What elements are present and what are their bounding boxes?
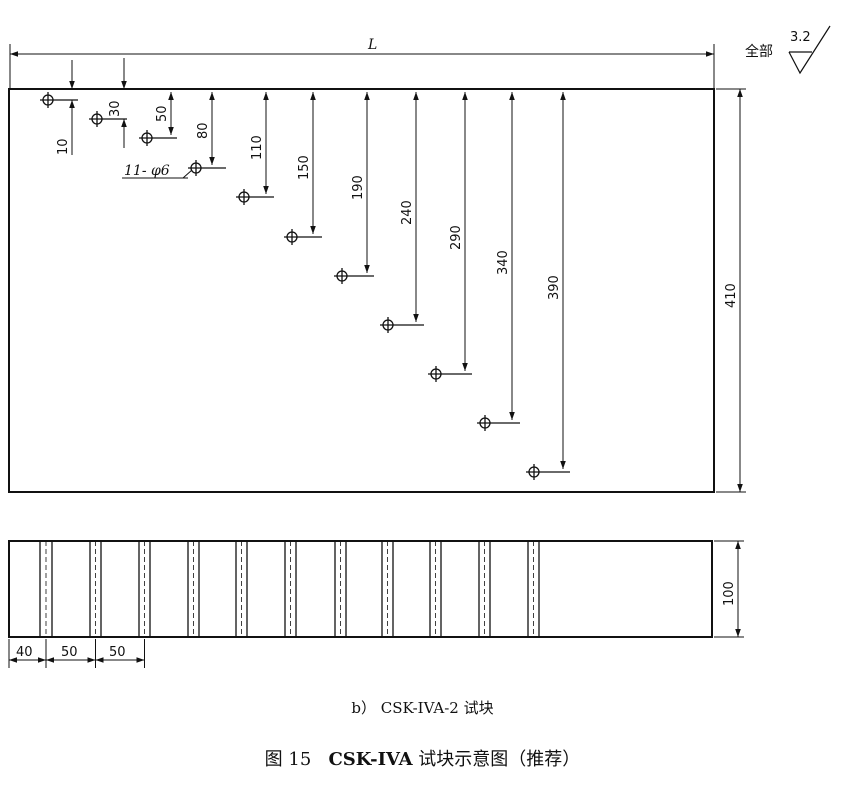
depth-label-340: 340 (496, 250, 511, 275)
sub-caption: b） CSK-IVA-2 试块 (351, 699, 494, 717)
side-height-label: 100 (722, 581, 737, 606)
drilled-hole (526, 464, 570, 480)
surface-finish-symbol (788, 25, 831, 75)
depth-label-390: 390 (547, 275, 562, 300)
hole-callout-leader-tip (182, 169, 193, 179)
test-block-front-view (8, 88, 715, 493)
spacing-label-50a: 50 (61, 645, 78, 660)
height-dimension (716, 88, 746, 493)
depth-label-50: 50 (155, 105, 170, 122)
drilled-hole (334, 268, 374, 284)
surface-finish-label: 全部 (745, 43, 773, 60)
drilled-hole (236, 189, 274, 205)
hole-group (40, 92, 570, 480)
length-label: L (367, 37, 377, 53)
drilled-hole (284, 229, 322, 245)
spacing-label-40: 40 (16, 645, 33, 660)
length-dimension (9, 44, 715, 88)
figure-title-bold: CSK-IVA (328, 749, 413, 770)
depth-label-110: 110 (250, 135, 265, 160)
figure-title-rest: 试块示意图（推荐） (412, 749, 581, 770)
drilled-hole (188, 160, 226, 176)
drilled-hole (428, 366, 472, 382)
depth-label-150: 150 (297, 155, 312, 180)
spacing-label-50b: 50 (109, 645, 126, 660)
height-label: 410 (724, 283, 739, 308)
figure-number: 图 15 (264, 749, 312, 770)
figure-caption: 图 15 CSK-IVA 试块示意图（推荐） (0, 745, 845, 771)
drilled-hole (380, 317, 424, 333)
depth-label-80: 80 (196, 122, 211, 139)
surface-finish-value: 3.2 (790, 30, 811, 45)
depth-label-30: 30 (108, 100, 123, 117)
depth-label-290: 290 (449, 225, 464, 250)
drilled-hole (477, 415, 520, 431)
drilled-hole (89, 111, 127, 127)
spacing-dimensions (8, 639, 145, 668)
drilled-hole (139, 130, 177, 146)
test-block-side-view (8, 540, 713, 638)
side-height-dimension (714, 540, 744, 638)
hole-callout: 11- φ6 (124, 163, 170, 179)
depth-label-190: 190 (351, 175, 366, 200)
depth-label-10: 10 (56, 138, 71, 155)
side-view-hole-lines (39, 541, 540, 637)
depth-label-240: 240 (400, 200, 415, 225)
depth-dimension-lines (69, 58, 566, 469)
